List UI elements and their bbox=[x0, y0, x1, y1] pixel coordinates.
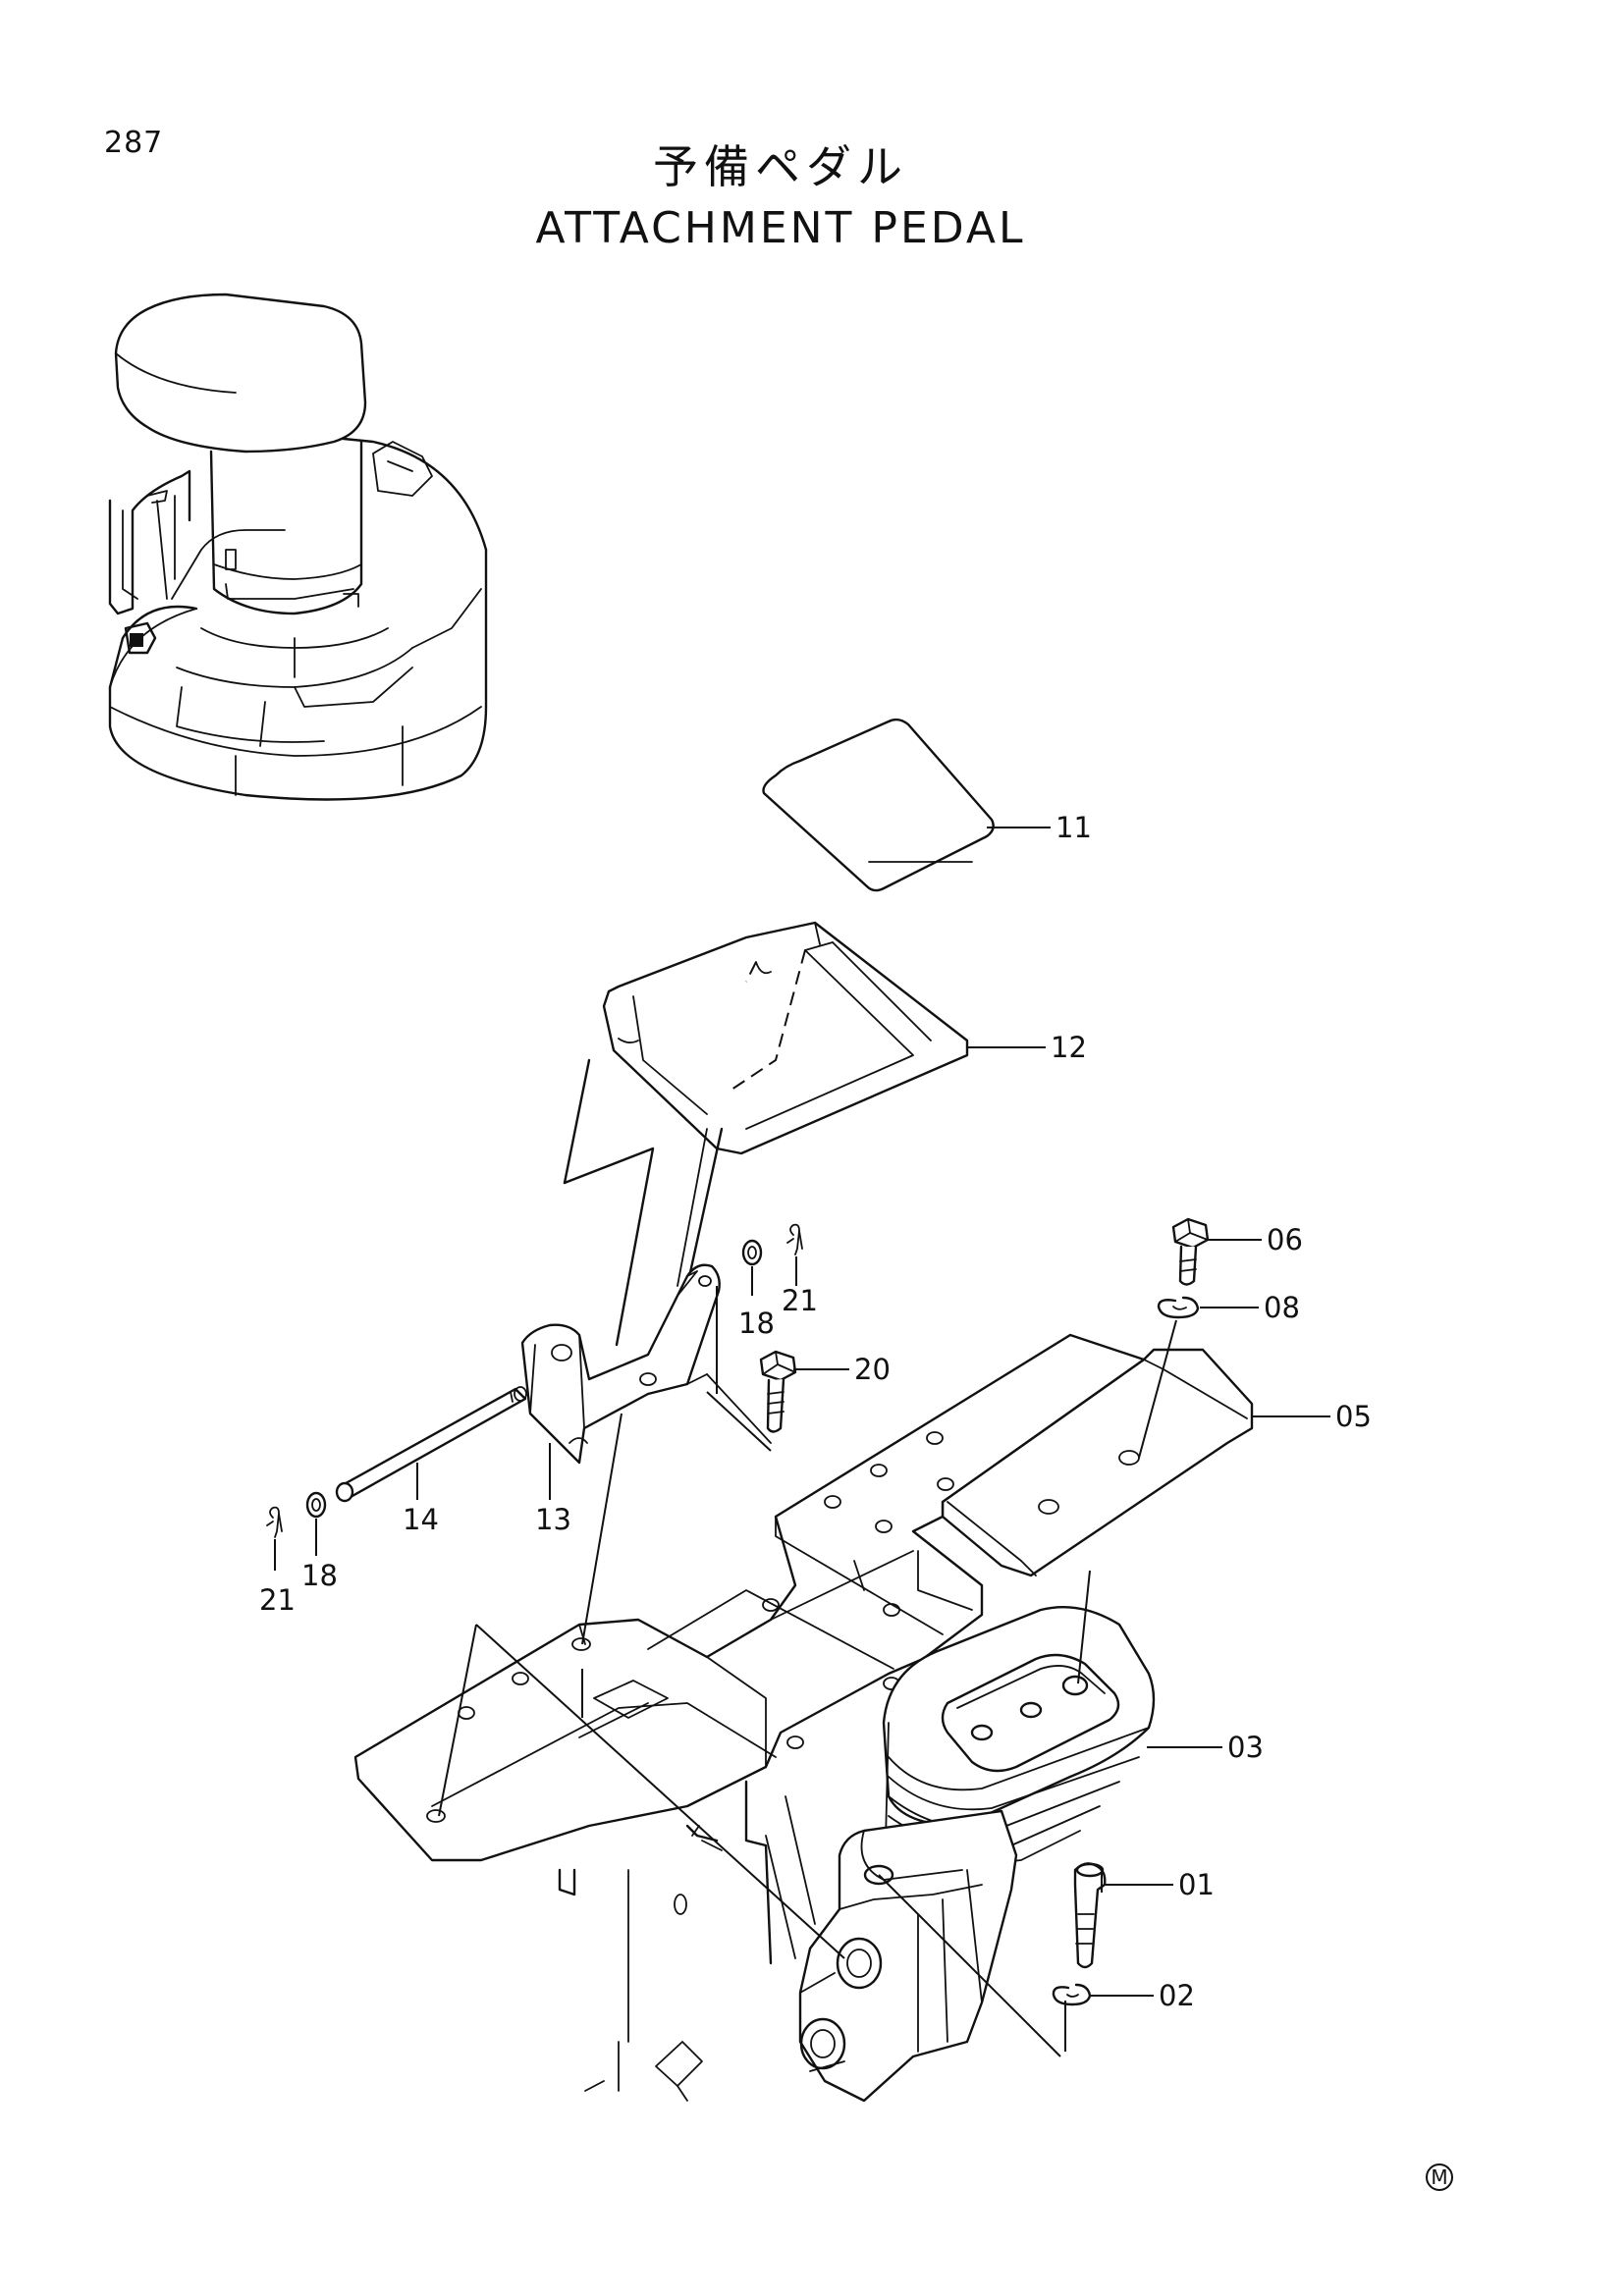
part-label-18-right: 18 bbox=[738, 1307, 775, 1340]
part-20-bolt bbox=[759, 1350, 797, 1433]
part-13-pivot-bracket bbox=[520, 1263, 772, 1465]
part-18-washer-left bbox=[305, 1491, 327, 1519]
part-06-bolt bbox=[1171, 1217, 1210, 1286]
part-21-cotter-pin-right bbox=[786, 1223, 803, 1255]
part-label-12: 12 bbox=[1051, 1031, 1087, 1064]
part-label-01: 01 bbox=[1178, 1868, 1215, 1901]
part-12-pedal-bracket bbox=[563, 921, 969, 1347]
part-21-cotter-pin-left bbox=[266, 1506, 283, 1538]
machine-overview-illustration bbox=[108, 293, 488, 801]
title-block: 予備ペダル ATTACHMENT PEDAL bbox=[0, 137, 1593, 259]
part-label-14: 14 bbox=[403, 1503, 439, 1536]
part-18-washer-right bbox=[741, 1239, 763, 1266]
manufacturer-mark-letter: M bbox=[1431, 2165, 1447, 2189]
part-11-pedal-pad bbox=[762, 718, 995, 892]
page-number: 287 bbox=[104, 126, 164, 160]
part-label-05: 05 bbox=[1335, 1400, 1372, 1433]
part-label-21-left: 21 bbox=[259, 1583, 296, 1617]
part-14-pivot-pin bbox=[335, 1386, 527, 1503]
part-label-21-right: 21 bbox=[782, 1284, 818, 1317]
part-number-labels: 11 12 06 08 05 20 18 21 13 14 18 21 03 0… bbox=[259, 811, 1372, 2012]
part-label-20: 20 bbox=[854, 1353, 891, 1386]
part-02-lock-washer bbox=[1052, 1983, 1092, 2006]
part-01-socket-bolt bbox=[1073, 1862, 1107, 1969]
part-label-08: 08 bbox=[1264, 1291, 1300, 1324]
part-label-06: 06 bbox=[1267, 1223, 1303, 1256]
part-08-lock-washer bbox=[1157, 1296, 1200, 1319]
label-leader-lines bbox=[274, 827, 1330, 1997]
pilot-valve-body bbox=[798, 1809, 1018, 2103]
page-title-english: ATTACHMENT PEDAL bbox=[535, 203, 1026, 253]
part-label-03: 03 bbox=[1227, 1731, 1264, 1764]
part-label-13: 13 bbox=[535, 1503, 571, 1536]
part-label-18-left: 18 bbox=[301, 1559, 338, 1592]
floor-frame-structure bbox=[353, 1333, 1146, 2102]
part-label-11: 11 bbox=[1056, 811, 1092, 844]
manufacturer-mark: M bbox=[1426, 2163, 1453, 2191]
page-title-japanese: 予備ペダル bbox=[653, 140, 908, 193]
part-05-mounting-plate bbox=[941, 1348, 1254, 1577]
assembly-guide-lines bbox=[438, 1286, 1177, 2057]
part-label-02: 02 bbox=[1159, 1979, 1195, 2012]
